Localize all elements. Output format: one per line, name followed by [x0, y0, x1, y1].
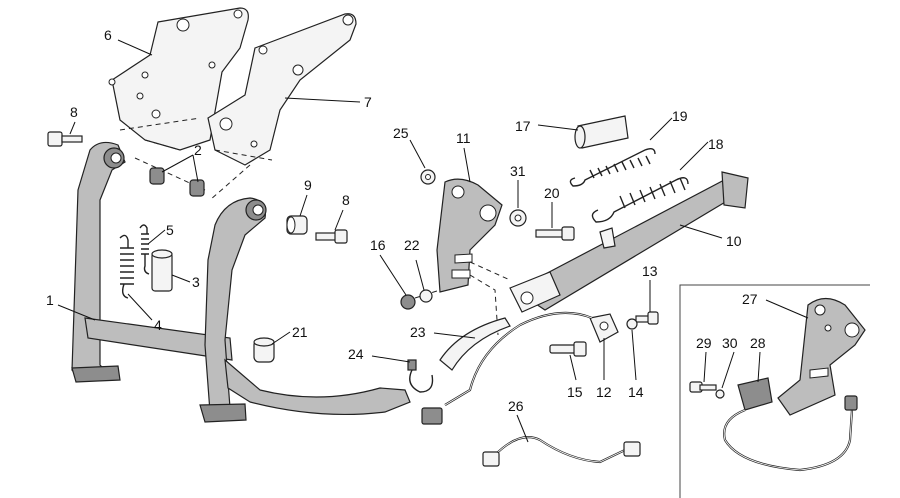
leader-lines	[57, 39, 809, 443]
callout-19: 19	[672, 108, 688, 124]
callout-9: 9	[304, 177, 312, 193]
callout-11: 11	[456, 130, 471, 146]
callout-14: 14	[628, 384, 644, 400]
center-stand-1	[71, 141, 411, 423]
callout-labels: 1 2 3 4 5 6 7 8 8 9 10 11 12 13 14 15 16…	[46, 27, 766, 414]
callout-16: 16	[370, 237, 386, 253]
callout-15: 15	[567, 384, 583, 400]
callout-21: 21	[292, 324, 308, 340]
connector	[844, 395, 858, 411]
callout-17: 17	[515, 118, 531, 134]
callout-24: 24	[348, 346, 364, 362]
sensor-wire	[444, 312, 593, 406]
inset-frame	[679, 284, 870, 498]
side-stand-bracket-27	[777, 297, 866, 416]
spring-5	[139, 224, 150, 275]
callout-20: 20	[544, 185, 560, 201]
connector	[623, 441, 641, 457]
spring-19	[569, 147, 656, 187]
assembly-line	[119, 117, 273, 201]
callout-12: 12	[596, 384, 612, 400]
washer-25-hole	[425, 174, 431, 180]
callout-28: 28	[750, 335, 766, 351]
callout-7: 7	[364, 94, 372, 110]
connector	[421, 407, 443, 425]
nut-16	[400, 294, 416, 310]
callout-6: 6	[104, 27, 112, 43]
spring-18	[591, 177, 689, 223]
cable-tie-24	[409, 369, 434, 393]
pin-15	[549, 341, 587, 357]
bushing-3	[151, 249, 173, 292]
sensor-12	[589, 313, 619, 343]
rubber-buffer-21	[253, 337, 275, 363]
hose-23	[439, 317, 511, 371]
callout-8-left: 8	[70, 104, 78, 120]
bushing-17	[574, 115, 629, 149]
washer-30	[715, 389, 725, 399]
callout-8-right: 8	[342, 192, 350, 208]
callout-13: 13	[642, 263, 658, 279]
washer-14	[626, 318, 638, 330]
callout-31: 31	[510, 163, 526, 179]
callout-4: 4	[154, 317, 162, 333]
bushing-9	[286, 215, 308, 235]
nut-2	[149, 167, 205, 197]
mounting-bracket-7	[207, 13, 357, 166]
callout-3: 3	[192, 274, 200, 290]
side-stand-bracket-11	[436, 178, 503, 293]
washer-22	[419, 289, 433, 303]
bolt-8-left	[47, 131, 83, 147]
callout-25: 25	[393, 125, 409, 141]
washer-31-hole	[514, 214, 522, 222]
callout-29: 29	[696, 335, 712, 351]
callout-22: 22	[404, 237, 420, 253]
bolt-8-right	[315, 229, 348, 244]
bolt-29	[689, 381, 717, 393]
side-stand-10	[509, 171, 749, 313]
callout-2: 2	[194, 142, 202, 158]
callout-23: 23	[410, 324, 426, 340]
callout-5: 5	[166, 222, 174, 238]
wiring-harness-26	[494, 436, 626, 463]
callout-30: 30	[722, 335, 738, 351]
callout-18: 18	[708, 136, 724, 152]
cable-tie-24-head	[407, 359, 417, 371]
bolt-13	[635, 311, 659, 325]
switch-wire	[723, 409, 853, 471]
bolt-20	[535, 226, 575, 241]
switch-28	[737, 377, 773, 411]
callout-27: 27	[742, 291, 758, 307]
callout-26: 26	[508, 398, 524, 414]
spring-4	[119, 234, 134, 299]
callout-10: 10	[726, 233, 742, 249]
connector	[482, 451, 500, 467]
callout-1: 1	[46, 292, 54, 308]
